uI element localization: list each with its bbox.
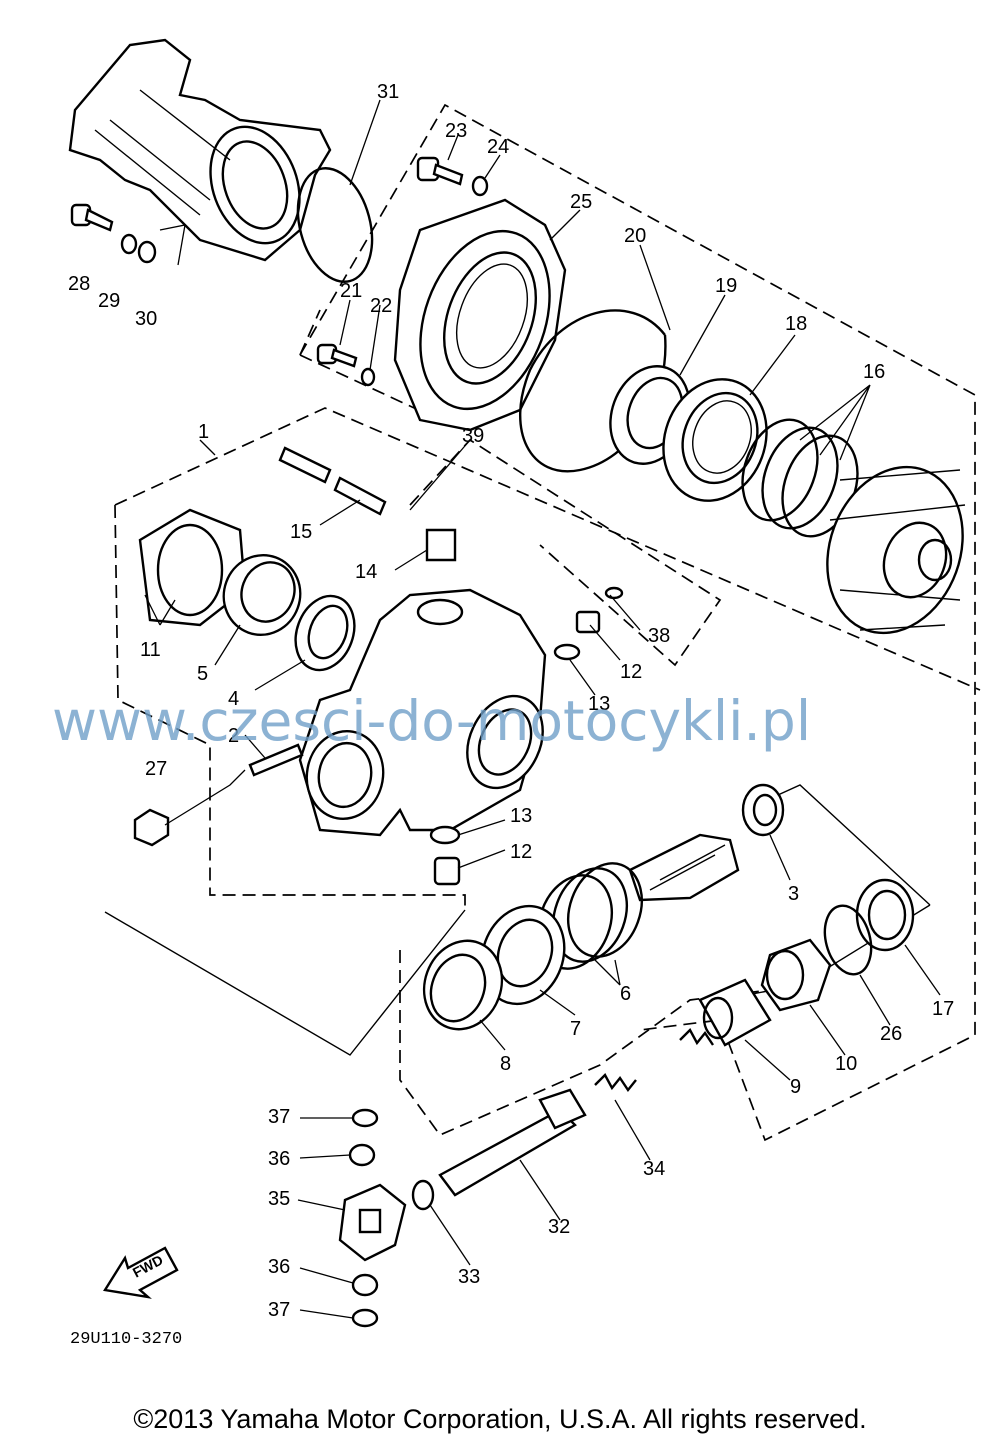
callout-15: 15 (290, 521, 312, 543)
circlip-33 (411, 1179, 435, 1211)
callout-32: 32 (548, 1216, 570, 1238)
final-drive-housing (68, 38, 332, 262)
circlip-37-upper (351, 1108, 379, 1128)
watermark-text: www.czesci-do-motocykli.pl (52, 689, 811, 753)
bearing-18 (662, 378, 768, 502)
coupling-17 (855, 878, 915, 952)
gear-case-1 (298, 588, 547, 837)
drive-shaft-32 (438, 1088, 587, 1197)
callout-13-lower: 13 (510, 805, 532, 827)
gasket-13-lower (429, 825, 461, 845)
coupling-9 (698, 978, 772, 1047)
gasket-13-upper (553, 643, 581, 661)
nut-27 (133, 808, 170, 847)
callout-13-upper: 13 (588, 693, 610, 715)
damper-10 (760, 938, 832, 1012)
callout-20: 20 (624, 225, 646, 247)
callout-38: 38 (648, 625, 670, 647)
callout-36-upper: 36 (268, 1148, 290, 1170)
bolt-28 (70, 203, 114, 232)
callout-21: 21 (340, 280, 362, 302)
oil-seal-4 (294, 594, 356, 672)
callout-23: 23 (445, 120, 467, 142)
shims-16 (741, 418, 859, 538)
callout-22: 22 (370, 295, 392, 317)
bearing-36-upper (348, 1143, 376, 1167)
clip-38 (604, 586, 624, 600)
callout-17: 17 (932, 998, 954, 1020)
assembly-boundary-rear (299, 103, 976, 1142)
bearing-housing-25 (393, 198, 567, 432)
callout-2: 2 (228, 725, 239, 747)
callout-1: 1 (198, 421, 209, 443)
callout-16: 16 (863, 361, 885, 383)
plug-12-lower (433, 856, 461, 886)
callout-29: 29 (98, 290, 120, 312)
bolt-23 (416, 156, 464, 186)
o-ring-26 (823, 904, 873, 976)
callout-24: 24 (487, 136, 509, 158)
stud-2 (248, 743, 304, 777)
callout-25: 25 (570, 191, 592, 213)
callout-37-lower: 37 (268, 1299, 290, 1321)
callout-36-lower: 36 (268, 1256, 290, 1278)
o-ring-31 (296, 167, 374, 283)
copyright-notice: ©2013 Yamaha Motor Corporation, U.S.A. A… (133, 1404, 867, 1434)
spring-34 (594, 1028, 714, 1093)
callout-7: 7 (570, 1018, 581, 1040)
callout-6: 6 (620, 983, 631, 1005)
callout-19: 19 (715, 275, 737, 297)
callout-26: 26 (880, 1023, 902, 1045)
collar-14 (425, 528, 457, 562)
callout-34: 34 (643, 1158, 665, 1180)
callout-12-lower: 12 (510, 841, 532, 863)
ring-gear (826, 465, 966, 635)
callout-31: 31 (377, 81, 399, 103)
assembly-boundary-case (114, 407, 981, 910)
fwd-arrow-icon: FWD (103, 1246, 179, 1299)
callout-11: 11 (140, 639, 161, 661)
callout-9: 9 (790, 1076, 801, 1098)
washer-29 (120, 233, 138, 255)
callout-28: 28 (68, 273, 90, 295)
callout-10: 10 (835, 1053, 857, 1075)
callout-12-upper: 12 (620, 661, 642, 683)
callout-numbers: 1 2 3 4 5 6 7 8 9 10 11 12 12 13 13 14 1… (68, 81, 954, 1321)
nut-8 (422, 939, 504, 1031)
assembly-boundary-pinion (399, 950, 771, 1137)
callout-18: 18 (785, 313, 807, 335)
circlip-37-lower (351, 1308, 379, 1328)
callout-27: 27 (145, 758, 167, 780)
bolt-21 (316, 343, 358, 368)
callout-33: 33 (458, 1266, 480, 1288)
callout-37-upper: 37 (268, 1106, 290, 1128)
fwd-label: FWD (130, 1252, 166, 1281)
callout-39: 39 (462, 425, 484, 447)
callout-4: 4 (228, 688, 239, 710)
diagram-code: 29U110-3270 (70, 1330, 182, 1349)
bearing-3 (741, 783, 785, 837)
callout-5: 5 (197, 663, 208, 685)
washer-22 (360, 367, 376, 387)
bearing-36-lower (351, 1273, 379, 1297)
pinion-gear (628, 833, 740, 902)
callout-30: 30 (135, 308, 157, 330)
exploded-view-drawing: FWD (52, 38, 981, 1349)
callout-35: 35 (268, 1188, 290, 1210)
plug-12-upper (575, 610, 601, 634)
callout-3: 3 (788, 883, 799, 905)
universal-joint-35 (338, 1183, 407, 1262)
washer-30 (137, 240, 157, 264)
callout-8: 8 (500, 1053, 511, 1075)
callout-14: 14 (355, 561, 377, 583)
pin-15 (278, 446, 387, 516)
bearing-5 (222, 554, 302, 636)
leader-lines (144, 99, 941, 1319)
washer-24 (471, 175, 489, 197)
